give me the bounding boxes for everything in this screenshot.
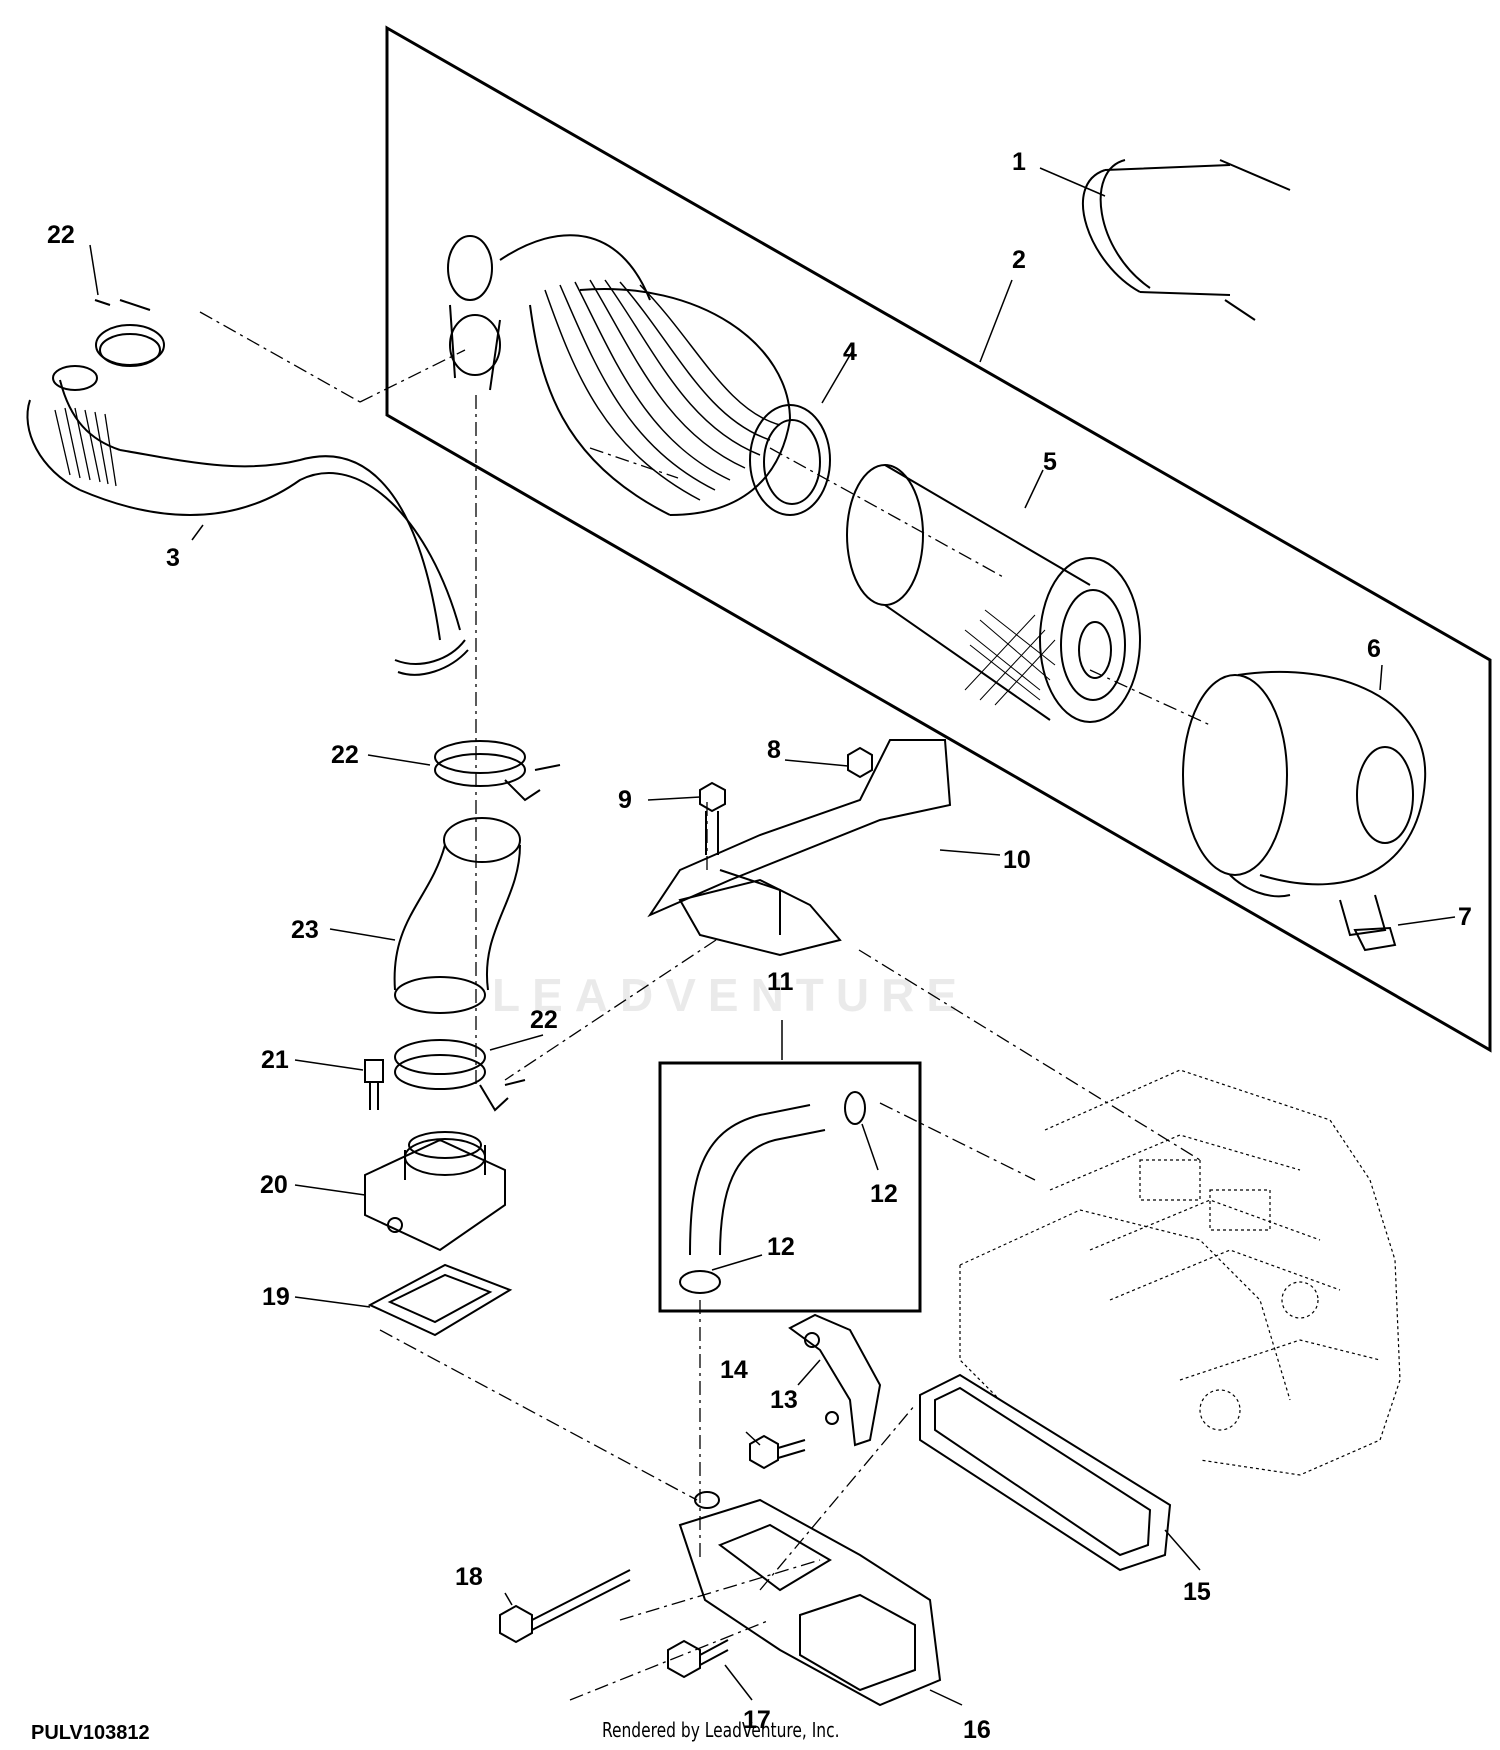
bolt-part-21 [364, 1059, 384, 1110]
hose-clamp-part-22-lower [394, 1039, 526, 1112]
render-credit: Rendered by LeadVenture, Inc. [602, 1718, 840, 1742]
callout-3: 3 [166, 544, 180, 572]
callout-18: 18 [455, 1563, 483, 1591]
mounting-bracket-part-13 [788, 1313, 882, 1447]
watermark: LEADVENTURE [492, 969, 970, 1021]
callout-1: 1 [1012, 148, 1026, 176]
hose-corrugations [54, 407, 117, 487]
callout-6: 6 [1367, 635, 1381, 663]
callout-9: 9 [618, 786, 632, 814]
callout-11: 11 [767, 968, 794, 996]
hose-clamp-part-22-upper [94, 299, 165, 367]
callout-22b: 22 [331, 741, 359, 769]
callout-23: 23 [291, 916, 319, 944]
callout-2: 2 [1012, 246, 1026, 274]
callout-4: 4 [843, 338, 857, 366]
breather-hose-part-11 [679, 1091, 866, 1294]
callout-17: 17 [743, 1706, 771, 1734]
bracket-part-10 [647, 739, 952, 957]
callout-14: 14 [720, 1356, 748, 1384]
bolt-part-18 [499, 1569, 631, 1644]
callout-8: 8 [767, 736, 781, 764]
dust-cup-part-6 [1182, 670, 1427, 898]
bolt-part-14 [749, 1434, 806, 1470]
nut-part-8 [847, 746, 873, 779]
gasket-part-19 [367, 1263, 513, 1337]
callout-7: 7 [1458, 903, 1472, 931]
assembly-centerlines [199, 311, 1211, 1701]
callout-16: 16 [963, 1716, 991, 1744]
engine-block-phantom [959, 1069, 1401, 1476]
air-cleaner-panel-outline [385, 25, 1492, 1053]
intake-manifold-part-16 [678, 1491, 942, 1707]
intake-hose-part-3 [26, 365, 469, 676]
callout-20: 20 [260, 1171, 288, 1199]
filter-mesh [964, 609, 1056, 706]
callout-12a: 12 [870, 1180, 898, 1208]
unloader-valve-part-7 [1339, 894, 1397, 952]
callout-15: 15 [1183, 1578, 1211, 1606]
callout-10: 10 [1003, 846, 1031, 874]
elbow-hose-part-23 [393, 817, 521, 1014]
callout-19: 19 [262, 1283, 290, 1311]
bolt-part-17 [667, 1639, 729, 1679]
adapter-part-20 [364, 1131, 506, 1252]
callout-22a: 22 [47, 221, 75, 249]
diagram-id: PULV103812 [31, 1722, 150, 1744]
callout-5: 5 [1043, 448, 1057, 476]
callout-labels: 1 2 3 4 5 6 7 8 9 10 11 12 12 13 14 15 1… [47, 148, 1472, 1744]
inset-box-part-11 [658, 1061, 922, 1313]
exhaust-gasket-part-15 [919, 1373, 1172, 1572]
inner-seal-part-4 [749, 404, 831, 516]
callout-22c: 22 [530, 1006, 558, 1034]
filter-element-part-5 [846, 464, 1141, 723]
callout-13: 13 [770, 1386, 798, 1414]
callout-21: 21 [261, 1046, 289, 1074]
callout-leaders [89, 167, 1456, 1706]
air-cleaner-housing-part-2 [447, 234, 792, 516]
callout-12b: 12 [767, 1233, 795, 1261]
bolt-part-9 [699, 781, 726, 855]
hose-clamp-part-22-middle [434, 740, 561, 802]
band-clamp-part-1 [1081, 159, 1291, 321]
